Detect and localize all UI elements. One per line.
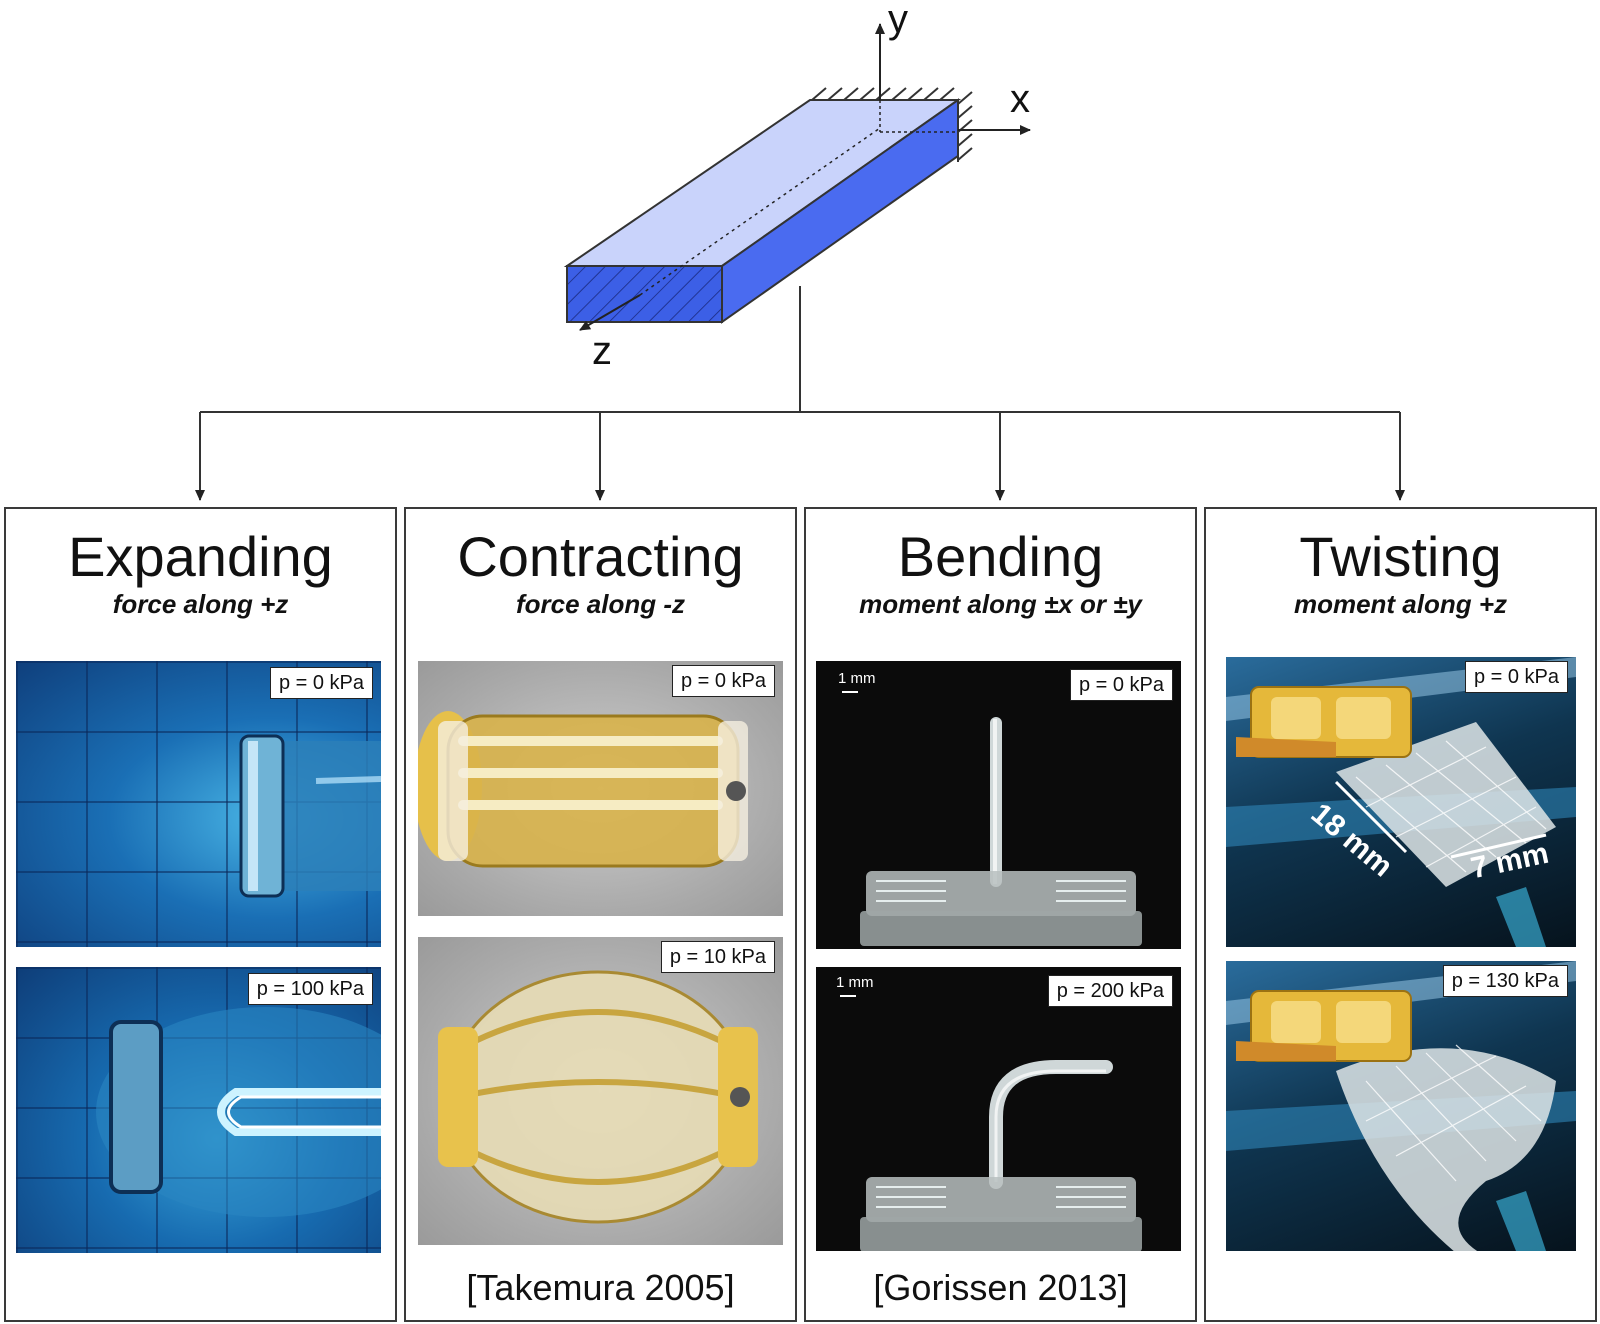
scale-bar: 1 mm	[838, 671, 876, 693]
pressure-label: p = 10 kPa	[660, 941, 775, 973]
panel-title: Contracting	[457, 525, 744, 588]
scale-bar: 1 mm	[836, 975, 874, 997]
photo-bending-rest: 1 mm p = 0 kPa	[816, 661, 1181, 949]
fixed-support-side	[957, 91, 973, 162]
panel-reference: [Takemura 2005]	[466, 1267, 735, 1308]
tube-illustration	[239, 734, 381, 898]
scale-bar-line	[840, 995, 856, 997]
panel-subtitle: force along +z	[112, 589, 289, 619]
photo-twisting-rest: 18 mm 7 mm p = 0 kPa	[1226, 657, 1576, 947]
photo-expanding-rest: p = 0 kPa	[16, 661, 381, 947]
fixed-support-top	[810, 87, 958, 101]
photo-contracting-pressurized: p = 10 kPa	[418, 937, 783, 1245]
pressure-label: p = 100 kPa	[247, 973, 373, 1005]
photo-twisting-pressurized: p = 130 kPa	[1226, 961, 1576, 1251]
pressure-label: p = 0 kPa	[269, 667, 373, 699]
z-axis-label: z	[592, 329, 612, 373]
x-axis-label: x	[1010, 77, 1030, 121]
panel-subtitle: moment along ±x or ±y	[859, 589, 1142, 619]
panel-reference: [Gorissen 2013]	[873, 1267, 1128, 1308]
panel-twisting: Twisting moment along +z 18 mm 7 mm p = …	[1204, 507, 1597, 1322]
scale-bar-line	[842, 691, 858, 693]
panel-bending: Bending moment along ±x or ±y 1 mm p = 0…	[804, 507, 1197, 1322]
panel-title: Bending	[897, 525, 1104, 588]
z-axis-arrow	[579, 294, 641, 331]
pressure-label: p = 130 kPa	[1442, 965, 1568, 997]
scale-bar-label: 1 mm	[836, 974, 874, 991]
actuator-illustration	[418, 711, 748, 868]
sheet-illustration	[1226, 961, 1576, 1251]
y-axis-label: y	[888, 0, 908, 41]
finger-illustration	[860, 1060, 1142, 1251]
beam-diagram: y x z	[195, 0, 1405, 501]
beam-front-hatch	[566, 265, 723, 323]
panel-title: Expanding	[68, 525, 333, 588]
pressure-label: p = 0 kPa	[1464, 661, 1568, 693]
tube-illustration	[96, 1007, 381, 1217]
sheet-illustration	[1226, 657, 1576, 947]
photo-contracting-rest: p = 0 kPa	[418, 661, 783, 916]
actuator-illustration	[438, 970, 758, 1224]
panel-expanding: Expanding force along +z p = 0 kPa p = 1…	[4, 507, 397, 1322]
connector-tree	[195, 286, 1405, 501]
pressure-label: p = 200 kPa	[1047, 975, 1173, 1007]
panel-contracting: Contracting force along -z p = 0 kPa	[404, 507, 797, 1322]
finger-illustration	[860, 717, 1142, 946]
scale-bar-label: 1 mm	[838, 670, 876, 687]
panel-subtitle: moment along +z	[1293, 589, 1508, 619]
pressure-label: p = 0 kPa	[671, 665, 775, 697]
panel-title: Twisting	[1299, 525, 1502, 588]
pressure-label: p = 0 kPa	[1069, 669, 1173, 701]
photo-expanding-pressurized: p = 100 kPa	[16, 967, 381, 1253]
photo-bending-pressurized: 1 mm p = 200 kPa	[816, 967, 1181, 1251]
panel-subtitle: force along -z	[515, 589, 685, 619]
